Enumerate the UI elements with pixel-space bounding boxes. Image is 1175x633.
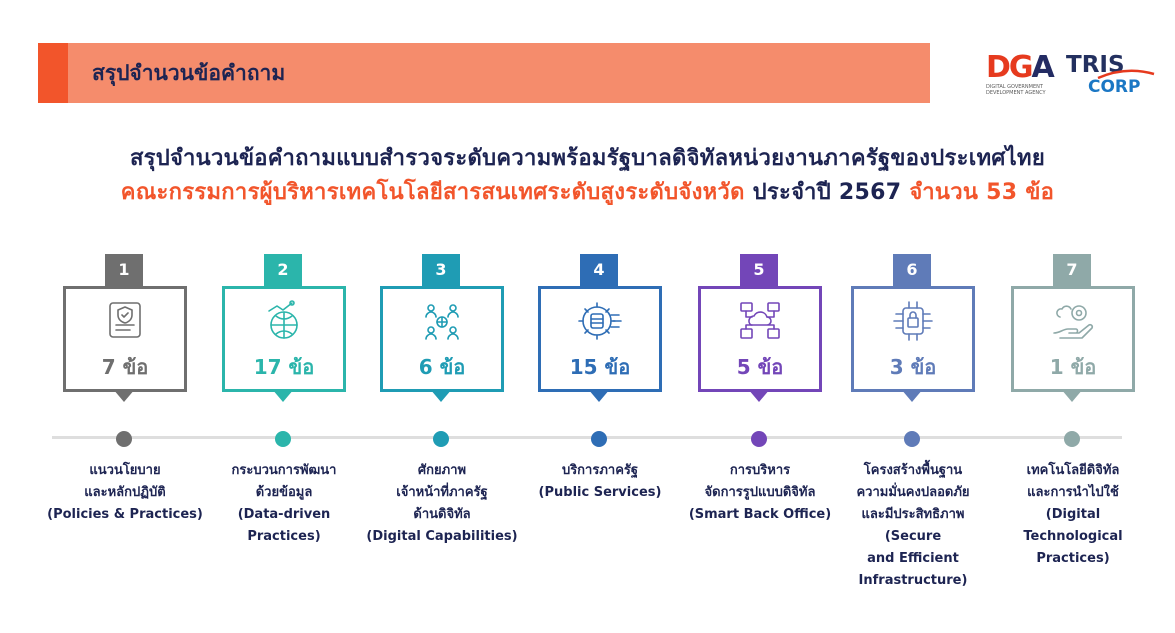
step-pointer: [113, 389, 135, 402]
step-label: โครงสร้างพื้นฐานความมั่นคงปลอดภัยและมีปร…: [813, 460, 1013, 592]
tris-corp-logo: TRIS CORP: [1066, 52, 1156, 96]
step-label-line: กระบวนการพัฒนา: [231, 463, 337, 478]
step-label-line: และหลักปฏิบัติ: [84, 485, 166, 500]
step-label-line: และมีประสิทธิภาพ: [861, 507, 965, 522]
step-label: การบริหารจัดการรูปแบบดิจิทัล (Smart Back …: [660, 460, 860, 526]
step-number-badge: 4: [580, 254, 618, 286]
step-label: บริการภาครัฐ (Public Services): [500, 460, 700, 504]
step-number-badge: 3: [422, 254, 460, 286]
step-question-count: 15 ข้อ: [569, 355, 631, 379]
step-label-line: (Smart Back Office): [688, 507, 832, 522]
step-pointer: [588, 389, 610, 402]
step-pointer: [430, 389, 452, 402]
step-question-count: 17 ข้อ: [253, 355, 315, 379]
step-card: 17 ข้อ: [222, 286, 346, 392]
step-label: ศักยภาพเจ้าหน้าที่ภาครัฐด้านดิจิทัล (Digi…: [342, 460, 542, 548]
data-chart-globe-icon: [268, 300, 298, 339]
step-card: 6 ข้อ: [380, 286, 504, 392]
timeline-dot: [433, 431, 449, 447]
step-card: 5 ข้อ: [698, 286, 822, 392]
step-label-line: (Digital: [1045, 507, 1101, 522]
step-label-line: ศักยภาพ: [417, 463, 467, 478]
step-label-line: แนวนโยบาย: [89, 463, 161, 478]
policy-certificate-icon: [109, 302, 141, 338]
step-question-count: 7 ข้อ: [101, 355, 149, 379]
step-question-count: 6 ข้อ: [418, 355, 466, 379]
step-question-count: 5 ข้อ: [736, 355, 784, 379]
step-label-line: เจ้าหน้าที่ภาครัฐ: [396, 485, 488, 500]
dga-logo: DGA DIGITAL GOVERNMENT DEVELOPMENT AGENC…: [986, 50, 1055, 97]
step-label-line: (Secure: [884, 529, 942, 544]
step-card: 15 ข้อ: [538, 286, 662, 392]
timeline-dot: [904, 431, 920, 447]
step-label-line: (Policies & Practices): [47, 507, 203, 522]
timeline-dot: [751, 431, 767, 447]
step-number-badge: 6: [893, 254, 931, 286]
step-number-badge: 1: [105, 254, 143, 286]
step-label-line: (Data-driven: [237, 507, 331, 522]
timeline-dot: [275, 431, 291, 447]
header-bar: สรุปจำนวนข้อคำถาม: [38, 43, 930, 103]
step-label: แนวนโยบายและหลักปฏิบัติ (Policies & Pract…: [25, 460, 225, 526]
step-label-line: (Digital Capabilities): [366, 529, 518, 544]
step-label-line: การบริหาร: [729, 463, 791, 478]
step-label-line: Technological: [1023, 529, 1123, 544]
step-number-badge: 2: [264, 254, 302, 286]
step-pointer: [272, 389, 294, 402]
step-label-line: บริการภาครัฐ: [561, 463, 639, 478]
step-card: 1 ข้อ: [1011, 286, 1135, 392]
step-pointer: [1061, 389, 1083, 402]
step-label-line: ความมั่นคงปลอดภัย: [856, 485, 970, 500]
step-label-line: ด้านดิจิทัล: [413, 507, 471, 522]
step-label-line: and Efficient: [867, 551, 959, 566]
step-number-badge: 7: [1053, 254, 1091, 286]
step-label-line: ด้วยข้อมูล: [255, 485, 313, 500]
cloud-computers-icon: [740, 302, 780, 339]
step-card: 7 ข้อ: [63, 286, 187, 392]
secure-lock-circuit-icon: [893, 301, 933, 341]
step-question-count: 1 ข้อ: [1049, 355, 1097, 379]
step-label-line: และการนำไปใช้: [1027, 485, 1119, 500]
summary-title-line2: คณะกรรมการผู้บริหารเทคโนโลยีสารสนเทศระดั…: [120, 180, 1055, 205]
page-title: สรุปจำนวนข้อคำถาม: [92, 61, 286, 85]
step-card: 3 ข้อ: [851, 286, 975, 392]
people-network-icon: [425, 304, 459, 340]
step-label-line: จัดการรูปแบบดิจิทัล: [704, 485, 816, 500]
summary-title-line1: สรุปจำนวนข้อคำถามแบบสำรวจระดับความพร้อมร…: [129, 146, 1046, 171]
step-label-line: เทคโนโลยีดิจิทัล: [1026, 463, 1120, 478]
hand-gear-cloud-icon: [1053, 305, 1094, 339]
timeline-dot: [1064, 431, 1080, 447]
timeline-dot: [591, 431, 607, 447]
step-label-line: Infrastructure): [858, 573, 968, 588]
timeline-dot: [116, 431, 132, 447]
step-label-line: Practices): [1036, 551, 1110, 566]
gear-server-icon: [578, 302, 622, 340]
step-label-line: โครงสร้างพื้นฐาน: [863, 463, 963, 478]
step-question-count: 3 ข้อ: [889, 355, 937, 379]
step-pointer: [901, 389, 923, 402]
step-label-line: (Public Services): [538, 485, 662, 500]
step-number-badge: 5: [740, 254, 778, 286]
step-pointer: [748, 389, 770, 402]
header-accent: [38, 43, 68, 103]
timeline-line: [52, 436, 1122, 439]
step-label-line: Practices): [247, 529, 321, 544]
